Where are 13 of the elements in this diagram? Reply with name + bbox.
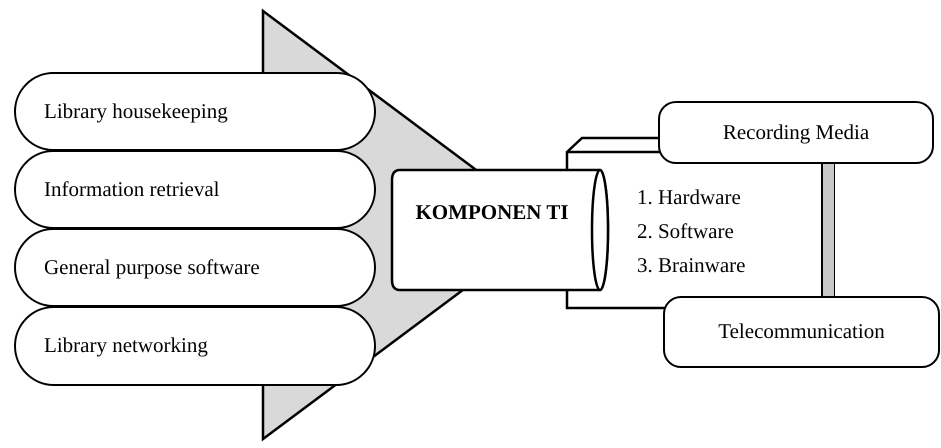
label-text: Library housekeeping xyxy=(44,100,228,123)
rounded-box xyxy=(663,296,940,368)
list-item: 2. Software xyxy=(637,220,734,244)
label-text: Library networking xyxy=(44,334,208,358)
connector-bar xyxy=(823,164,834,296)
label-text: Information retrieval xyxy=(44,178,220,201)
list-item: 3. Brainware xyxy=(637,254,746,278)
list-item: 1. Hardware xyxy=(637,186,741,210)
label-text: Telecommunication xyxy=(717,320,886,344)
label-text: General purpose software xyxy=(44,256,260,279)
title-text: KOMPONEN TI xyxy=(414,199,570,226)
rounded-box xyxy=(658,101,934,164)
label-text: Recording Media xyxy=(722,120,870,144)
